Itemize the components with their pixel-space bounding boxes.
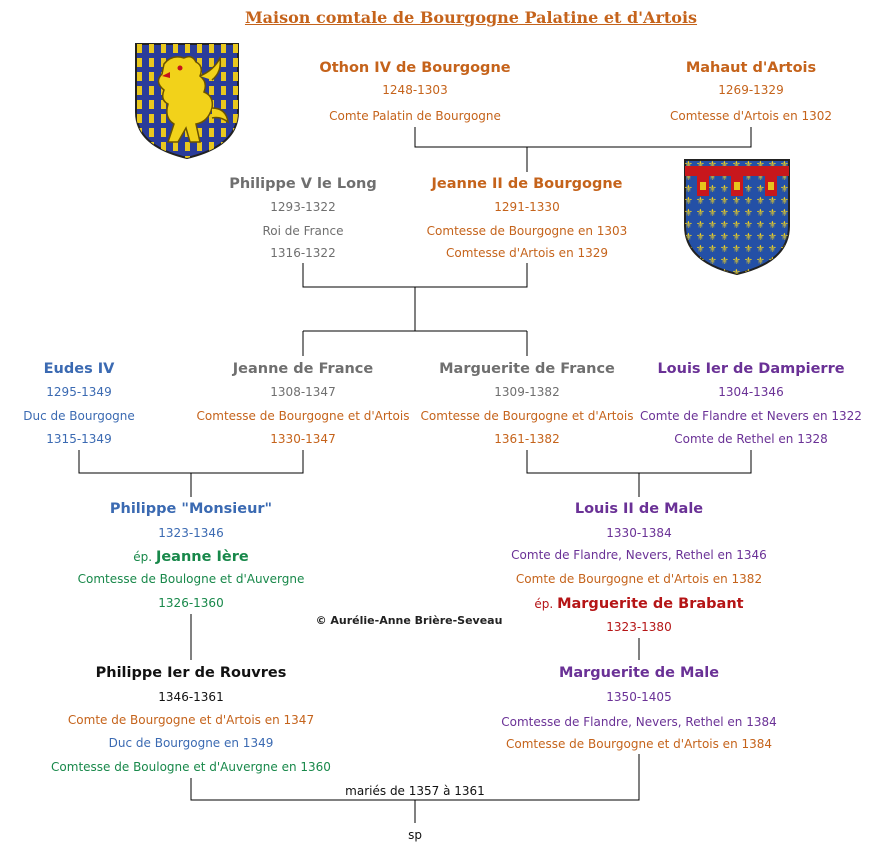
person-marg-male-dates: 1350-1405 <box>606 690 672 704</box>
spouse-prefix: ép. <box>133 550 153 564</box>
person-philippe-r-name: Philippe Ier de Rouvres <box>95 665 287 681</box>
person-louis-i-name: Louis Ier de Dampierre <box>657 361 845 377</box>
person-jeanne-ii-name: Jeanne II de Bourgogne <box>431 176 623 192</box>
person-jeanne-i-name: Jeanne Ière <box>155 549 249 565</box>
person-jeanne-fr-title: Comtesse de Bourgogne et d'Artois <box>196 409 410 423</box>
issue-label: sp <box>408 828 422 842</box>
person-jeanne-fr-dates: 1308-1347 <box>270 385 336 399</box>
person-jeanne-fr-name: Jeanne de France <box>232 361 374 377</box>
person-mahaut-name: Mahaut d'Artois <box>685 60 817 76</box>
person-marg-brabant-name: Marguerite de Brabant <box>557 596 744 612</box>
lion-rampant-shield-icon <box>135 43 239 160</box>
person-louis-i-title-2: Comte de Rethel en 1328 <box>674 432 828 446</box>
person-philippe-m-dates: 1323-1346 <box>158 526 224 540</box>
person-marg-male-name: Marguerite de Male <box>558 665 720 681</box>
person-jeanne-fr-reign: 1330-1347 <box>270 432 336 446</box>
fleur-de-lis-shield-icon: ⚜ <box>684 159 790 276</box>
person-eudes-title: Duc de Bourgogne <box>23 409 135 423</box>
person-philippe-v-dates: 1293-1322 <box>270 200 336 214</box>
person-philippe-v-title: Roi de France <box>262 224 344 238</box>
person-jeanne-i-spouse: ép. Jeanne Ière <box>133 548 248 566</box>
page-title: Maison comtale de Bourgogne Palatine et … <box>244 8 698 27</box>
person-jeanne-ii-title-2: Comtesse d'Artois en 1329 <box>445 246 609 260</box>
person-othon-dates: 1248-1303 <box>382 83 448 97</box>
person-louis-i-dates: 1304-1346 <box>718 385 784 399</box>
person-marg-male-title-2: Comtesse de Bourgogne et d'Artois en 138… <box>505 737 773 751</box>
person-marg-brabant-spouse: ép. Marguerite de Brabant <box>534 595 743 613</box>
person-marguerite-fr-reign: 1361-1382 <box>494 432 560 446</box>
person-louis-i-title-1: Comte de Flandre et Nevers en 1322 <box>640 409 862 423</box>
person-jeanne-i-reign: 1326-1360 <box>158 596 224 610</box>
person-othon-title: Comte Palatin de Bourgogne <box>329 109 501 123</box>
person-philippe-m-name: Philippe "Monsieur" <box>109 501 273 517</box>
person-philippe-r-title-1: Comte de Bourgogne et d'Artois en 1347 <box>67 713 315 727</box>
person-eudes-dates: 1295-1349 <box>46 385 112 399</box>
person-louis-ii-dates: 1330-1384 <box>606 526 672 540</box>
person-eudes-reign: 1315-1349 <box>46 432 112 446</box>
person-philippe-r-title-2: Duc de Bourgogne en 1349 <box>108 736 274 750</box>
person-marguerite-fr-name: Marguerite de France <box>439 361 615 377</box>
person-louis-ii-title-1: Comte de Flandre, Nevers, Rethel en 1346 <box>511 548 767 562</box>
person-philippe-v-reign: 1316-1322 <box>270 246 336 260</box>
person-louis-ii-name: Louis II de Male <box>574 501 704 517</box>
person-philippe-r-dates: 1346-1361 <box>158 690 224 704</box>
person-othon-name: Othon IV de Bourgogne <box>319 60 511 76</box>
marriage-note: mariés de 1357 à 1361 <box>345 784 485 798</box>
person-marg-brabant-dates: 1323-1380 <box>606 620 672 634</box>
person-eudes-name: Eudes IV <box>43 361 115 377</box>
person-louis-ii-title-2: Comte de Bourgogne et d'Artois en 1382 <box>515 572 763 586</box>
copyright-notice: © Aurélie-Anne Brière-Seveau <box>315 614 503 627</box>
spouse-prefix: ép. <box>534 597 554 611</box>
person-philippe-v-name: Philippe V le Long <box>229 176 377 192</box>
person-jeanne-i-title: Comtesse de Boulogne et d'Auvergne <box>77 572 305 586</box>
person-jeanne-ii-dates: 1291-1330 <box>494 200 560 214</box>
person-marguerite-fr-title: Comtesse de Bourgogne et d'Artois <box>420 409 634 423</box>
person-mahaut-dates: 1269-1329 <box>718 83 784 97</box>
person-marguerite-fr-dates: 1309-1382 <box>494 385 560 399</box>
person-mahaut-title: Comtesse d'Artois en 1302 <box>669 109 833 123</box>
person-jeanne-ii-title-1: Comtesse de Bourgogne en 1303 <box>426 224 628 238</box>
person-philippe-r-title-3: Comtesse de Boulogne et d'Auvergne en 13… <box>51 760 331 774</box>
person-marg-male-title-1: Comtesse de Flandre, Nevers, Rethel en 1… <box>501 715 777 729</box>
